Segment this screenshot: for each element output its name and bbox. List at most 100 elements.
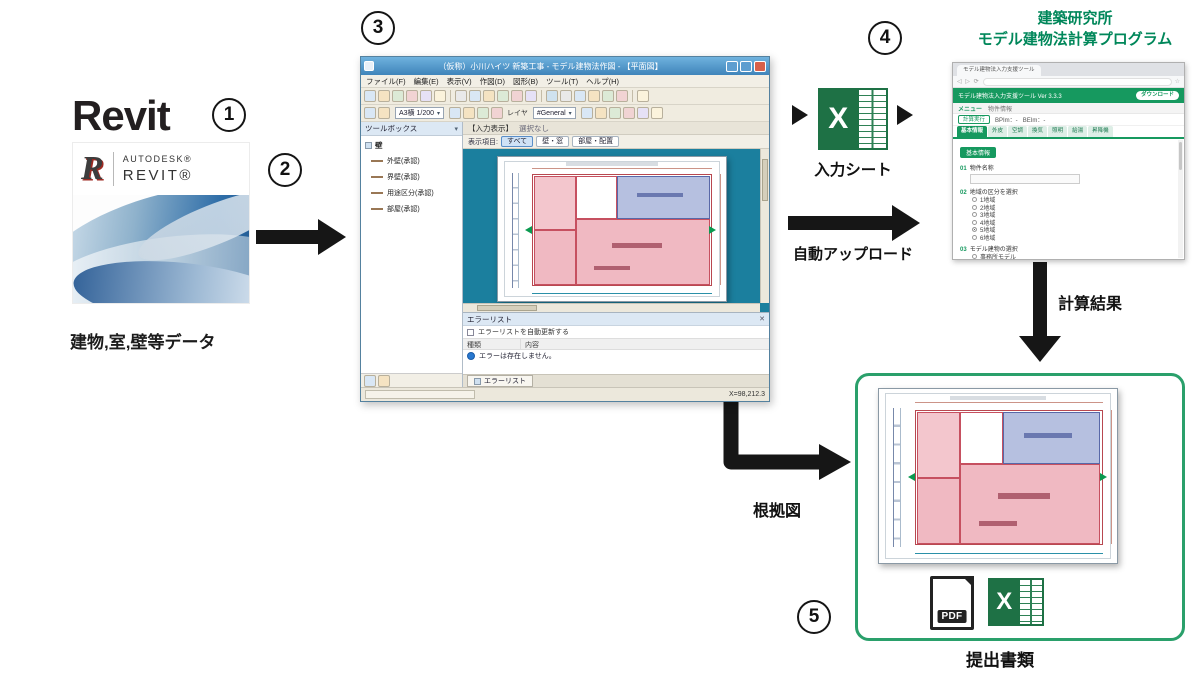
toolbar-icon[interactable] bbox=[491, 107, 504, 119]
menu-file[interactable]: ファイル(F) bbox=[366, 76, 406, 86]
error-panel-header[interactable]: エラーリスト ✕ bbox=[463, 313, 769, 326]
web-scrollbar[interactable] bbox=[1178, 140, 1183, 258]
radio-icon[interactable] bbox=[972, 204, 977, 210]
menu-help[interactable]: ヘルプ(H) bbox=[586, 76, 619, 86]
scrollbar-thumb[interactable] bbox=[762, 159, 768, 201]
maximize-icon[interactable] bbox=[740, 60, 752, 72]
toolbar-icon[interactable] bbox=[497, 90, 509, 102]
toolbar-icon[interactable] bbox=[560, 90, 572, 102]
toolbar-icon[interactable] bbox=[469, 90, 481, 102]
tab-ventilation[interactable]: 換気 bbox=[1028, 126, 1048, 137]
toolbar-icon[interactable] bbox=[364, 90, 376, 102]
toolbar-icon[interactable] bbox=[608, 107, 621, 119]
toolbar-icon[interactable] bbox=[477, 107, 490, 119]
toolbar-icon[interactable] bbox=[483, 90, 495, 102]
toolbar-icon[interactable] bbox=[455, 90, 467, 102]
radio-option[interactable]: 3地域 bbox=[972, 211, 1172, 219]
filter-rooms-button[interactable]: 部屋・配置 bbox=[572, 136, 620, 147]
building-name-input[interactable] bbox=[970, 174, 1080, 184]
menu-draw[interactable]: 作図(D) bbox=[479, 76, 505, 86]
bookmark-star-icon[interactable]: ☆ bbox=[1174, 79, 1180, 85]
close-icon[interactable]: ✕ bbox=[759, 316, 765, 323]
toolbar-icon[interactable] bbox=[546, 90, 558, 102]
layer-select[interactable]: #General bbox=[532, 107, 576, 119]
toolbar-icon[interactable] bbox=[594, 107, 607, 119]
scrollbar-thumb[interactable] bbox=[477, 305, 537, 311]
room-pink bbox=[534, 175, 576, 231]
toolbar-icon[interactable] bbox=[434, 90, 446, 102]
toolbar-icon[interactable] bbox=[588, 90, 600, 102]
download-button[interactable]: ダウンロード bbox=[1135, 91, 1179, 100]
toolbar-icon[interactable] bbox=[378, 374, 390, 387]
toolbar-icon[interactable] bbox=[511, 90, 523, 102]
toolbar-icon[interactable] bbox=[364, 107, 376, 119]
toolbar-icon[interactable] bbox=[637, 90, 649, 102]
toolbar-icon[interactable] bbox=[636, 107, 649, 119]
nav-buttons-icon[interactable]: ◁ ▷ ⟳ bbox=[957, 79, 980, 85]
address-bar[interactable] bbox=[982, 77, 1172, 86]
scrollbar-thumb[interactable] bbox=[1179, 142, 1182, 170]
toolbar-icon[interactable] bbox=[616, 90, 628, 102]
toolbar-icon[interactable] bbox=[406, 90, 418, 102]
radio-option[interactable]: 4地域 bbox=[972, 219, 1172, 227]
menu-view[interactable]: 表示(V) bbox=[446, 76, 472, 86]
browser-tab[interactable]: モデル建物法入力支援ツール bbox=[957, 65, 1041, 76]
tree-group-wall[interactable]: 壁 bbox=[362, 138, 461, 153]
radio-icon[interactable] bbox=[972, 197, 977, 203]
tab-hvac[interactable]: 空調 bbox=[1008, 126, 1028, 137]
checkbox[interactable] bbox=[467, 328, 474, 336]
radio-option[interactable]: 事務所モデル bbox=[972, 253, 1172, 259]
radio-option[interactable]: 1地域 bbox=[972, 196, 1172, 204]
filter-walls-button[interactable]: 壁・窓 bbox=[536, 136, 570, 147]
window-titlebar[interactable]: （仮称）小川ハイツ 新築工事 - モデル建物法作図 - 【平面図】 bbox=[361, 57, 769, 75]
toolbar-icon[interactable] bbox=[622, 107, 635, 119]
toolbar-icon[interactable] bbox=[364, 374, 376, 387]
drawing-area[interactable] bbox=[463, 149, 769, 312]
toolbar-icon[interactable] bbox=[602, 90, 614, 102]
toolbar-icon[interactable] bbox=[580, 107, 593, 119]
tab-lighting[interactable]: 照明 bbox=[1048, 126, 1068, 137]
radio-option-selected[interactable]: 5地域 bbox=[972, 226, 1172, 234]
filter-all-button[interactable]: すべて bbox=[500, 136, 534, 147]
tree-item[interactable]: 部屋(承認) bbox=[362, 201, 461, 217]
error-table-row[interactable]: エラーは存在しません。 bbox=[463, 350, 769, 362]
toolbar-icon[interactable] bbox=[392, 90, 404, 102]
room-label-bar bbox=[637, 193, 683, 198]
radio-icon[interactable] bbox=[972, 212, 977, 218]
tab-basic-info[interactable]: 基本情報 bbox=[957, 126, 988, 137]
info-icon bbox=[467, 352, 475, 360]
tree-item[interactable]: 外壁(承認) bbox=[362, 153, 461, 169]
menu-edit[interactable]: 編集(E) bbox=[413, 76, 439, 86]
toolbar-icon[interactable] bbox=[463, 107, 476, 119]
menu-shape[interactable]: 図形(B) bbox=[513, 76, 538, 86]
toolbar-icon[interactable] bbox=[378, 107, 390, 119]
radio-option[interactable]: 2地域 bbox=[972, 204, 1172, 212]
radio-icon[interactable] bbox=[972, 234, 977, 240]
toolbar-icon[interactable] bbox=[449, 107, 462, 119]
tab-envelope[interactable]: 外皮 bbox=[988, 126, 1008, 137]
horizontal-scrollbar[interactable] bbox=[463, 303, 760, 312]
tab-hot-water[interactable]: 給湯 bbox=[1068, 126, 1088, 137]
minimize-icon[interactable] bbox=[726, 60, 738, 72]
menu-tools[interactable]: ツール(T) bbox=[546, 76, 579, 86]
radio-icon[interactable] bbox=[972, 219, 977, 225]
tree-item[interactable]: 用途区分(承認) bbox=[362, 185, 461, 201]
radio-icon[interactable] bbox=[972, 254, 977, 259]
chevron-down-icon[interactable]: ▾ bbox=[454, 125, 458, 133]
toolbar-icon[interactable] bbox=[650, 107, 663, 119]
toolbox-header[interactable]: ツールボックス ▾ bbox=[361, 122, 462, 136]
vertical-scrollbar[interactable] bbox=[760, 149, 769, 303]
toolbar-icon[interactable] bbox=[378, 90, 390, 102]
menu-link[interactable]: メニュー bbox=[958, 106, 983, 113]
toolbar-icon[interactable] bbox=[420, 90, 432, 102]
run-calculation-button[interactable]: 計算実行 bbox=[958, 115, 991, 124]
tab-error-list[interactable]: エラーリスト bbox=[467, 375, 533, 387]
radio-option[interactable]: 6地域 bbox=[972, 234, 1172, 242]
radio-checked-icon[interactable] bbox=[972, 227, 977, 233]
tree-item[interactable]: 界壁(承認) bbox=[362, 169, 461, 185]
toolbar-icon[interactable] bbox=[574, 90, 586, 102]
toolbar-icon[interactable] bbox=[525, 90, 537, 102]
scale-select[interactable]: A3横 1/200 bbox=[395, 107, 445, 119]
tab-elevator[interactable]: 昇降機 bbox=[1088, 126, 1113, 137]
close-icon[interactable] bbox=[754, 60, 766, 72]
